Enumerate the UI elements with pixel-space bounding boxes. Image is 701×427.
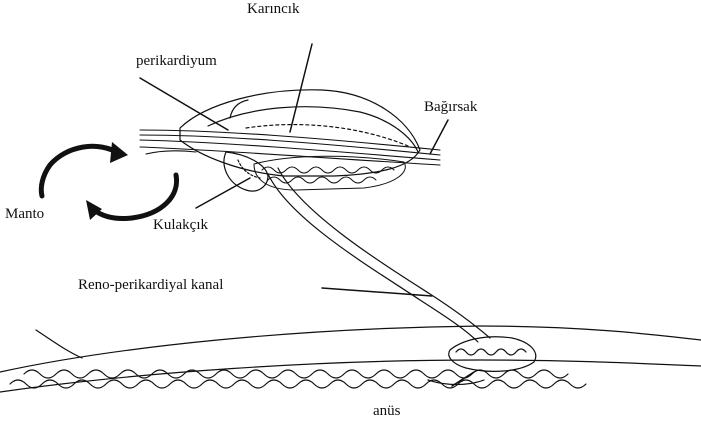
leader-lines [140,44,474,386]
label-kulakcik: Kulakçık [153,218,208,233]
label-manto: Manto [5,207,44,222]
label-anus: anüs [373,404,401,419]
label-bagirsak: Bağırsak [424,100,477,115]
ventricle-shape [180,90,420,176]
reno-pericardial-canal [268,168,490,342]
mantle-body-wall [0,326,701,392]
intestine-through-heart [140,130,440,165]
auricle-shape [224,152,268,191]
label-reno-perikardiyal-kanal: Reno-perikardiyal kanal [78,278,223,293]
label-karincik: Karıncık [247,2,299,17]
label-perikardiyum: perikardiyum [136,54,217,69]
circular-arrows-icon [41,142,176,220]
